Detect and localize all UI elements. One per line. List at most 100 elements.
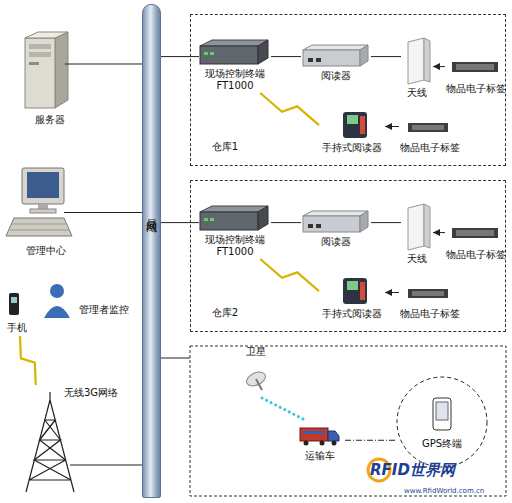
transport-box bbox=[190, 346, 506, 496]
satellite-link bbox=[262, 398, 305, 420]
monitor bbox=[22, 168, 64, 204]
connector bbox=[80, 63, 142, 64]
wire bbox=[64, 212, 85, 213]
node-label: 手持式阅读器 bbox=[319, 308, 385, 320]
handheld-node: 手持式阅读器 bbox=[319, 275, 385, 321]
connector bbox=[161, 56, 199, 57]
terminal-front bbox=[200, 46, 258, 64]
wireless-link bbox=[260, 93, 319, 125]
circle-outline bbox=[396, 376, 488, 468]
connector bbox=[85, 212, 142, 213]
truck-cab bbox=[328, 431, 339, 441]
led bbox=[204, 52, 208, 55]
node-label: 物品电子标签 bbox=[399, 142, 461, 154]
phone-screen bbox=[11, 297, 17, 303]
handheld-screen bbox=[347, 115, 358, 124]
drive-bay bbox=[29, 52, 51, 57]
node-label: 现场控制终端 FT1000 bbox=[199, 68, 271, 92]
gps-device-icon bbox=[433, 398, 451, 430]
truck-stripe bbox=[303, 431, 325, 434]
antenna-panel bbox=[408, 38, 424, 84]
lan-pipe: 局域网 bbox=[142, 4, 161, 498]
node-label: 物品电子标签 bbox=[445, 249, 507, 261]
tower-bracing bbox=[29, 420, 71, 480]
reader-node: 阅读器 bbox=[301, 209, 371, 249]
node-label: 阅读器 bbox=[301, 236, 371, 248]
wheel bbox=[320, 441, 325, 446]
node-label: 手持式阅读器 bbox=[319, 142, 385, 154]
computer-icon bbox=[6, 168, 85, 236]
warehouse-box: 仓库2现场控制终端 FT1000阅读器天线物品电子标签手持式阅读器物品电子标签 bbox=[190, 180, 506, 332]
connector bbox=[371, 222, 401, 223]
drive-bay bbox=[29, 62, 39, 65]
tag-inlay bbox=[456, 64, 494, 70]
wireless-link bbox=[20, 336, 36, 385]
antenna-node: 天线 bbox=[401, 37, 433, 99]
tag-inlay bbox=[412, 125, 444, 130]
key-row bbox=[10, 230, 69, 231]
phone-icon bbox=[9, 293, 19, 315]
stand bbox=[38, 204, 48, 209]
connector bbox=[433, 66, 445, 67]
truck-icon bbox=[300, 428, 339, 446]
node-label: 阅读器 bbox=[301, 70, 371, 82]
tag-node: 物品电子标签 bbox=[399, 283, 461, 321]
management-node: 管理中心 bbox=[6, 165, 85, 260]
node-label: 仓库2 bbox=[205, 307, 245, 319]
node-label: 无线3G网络 bbox=[58, 387, 124, 399]
node-label: 天线 bbox=[401, 87, 433, 99]
server-top bbox=[25, 32, 68, 38]
node-label: 服务器 bbox=[20, 114, 80, 126]
node-label: 现场控制终端 FT1000 bbox=[199, 234, 271, 258]
terminal-side bbox=[258, 40, 268, 64]
wheel bbox=[332, 441, 337, 446]
node-label: 物品电子标签 bbox=[399, 308, 461, 320]
tower-leg bbox=[50, 400, 74, 492]
connector bbox=[271, 222, 301, 223]
rfid-tag bbox=[452, 62, 498, 72]
watermark-brand: RFID世界网 bbox=[370, 461, 455, 480]
dashed-circle bbox=[397, 377, 487, 467]
antenna-side bbox=[424, 38, 430, 82]
node-label: 运输车 bbox=[295, 450, 345, 462]
node-label: 仓库1 bbox=[205, 141, 245, 153]
reader-top bbox=[303, 45, 368, 50]
node-label: 管理中心 bbox=[6, 245, 85, 257]
connector bbox=[385, 126, 399, 127]
gps-screen bbox=[436, 402, 448, 420]
node-label: 手机 bbox=[2, 322, 32, 334]
person-icon bbox=[44, 284, 70, 318]
connector bbox=[385, 292, 399, 293]
dashed-link bbox=[345, 440, 396, 441]
operator-node: 管理者监控 bbox=[40, 282, 136, 320]
server-side bbox=[55, 32, 68, 108]
key-row bbox=[12, 224, 67, 225]
tower-node: 无线3G网络 bbox=[20, 385, 125, 493]
tower-bracing bbox=[40, 440, 66, 460]
wire bbox=[65, 64, 80, 65]
drive-bay bbox=[29, 44, 51, 49]
reader-front bbox=[303, 50, 360, 66]
keyboard bbox=[6, 218, 72, 236]
connector bbox=[371, 56, 401, 57]
gps-body bbox=[433, 398, 451, 430]
server-icon bbox=[25, 32, 80, 108]
wheel bbox=[304, 441, 309, 446]
rfid-tag bbox=[408, 123, 448, 132]
terminal-top bbox=[200, 40, 268, 46]
node-label: GPS终端 bbox=[402, 438, 482, 450]
truck-cargo bbox=[300, 428, 328, 441]
handheld-keypad bbox=[360, 116, 365, 134]
reader-node: 阅读器 bbox=[301, 43, 371, 83]
connector bbox=[125, 464, 142, 465]
tag-node: 物品电子标签 bbox=[445, 225, 507, 263]
node-label: 物品电子标签 bbox=[445, 83, 507, 95]
dish-arm bbox=[256, 379, 262, 390]
body bbox=[44, 306, 70, 318]
screen bbox=[27, 172, 59, 198]
reader-side bbox=[360, 45, 368, 66]
terminal-node: 现场控制终端 FT1000 bbox=[199, 41, 271, 93]
phone-node: 手机 bbox=[2, 290, 32, 336]
handheld-body bbox=[343, 112, 367, 138]
tower-bracing bbox=[45, 420, 61, 440]
